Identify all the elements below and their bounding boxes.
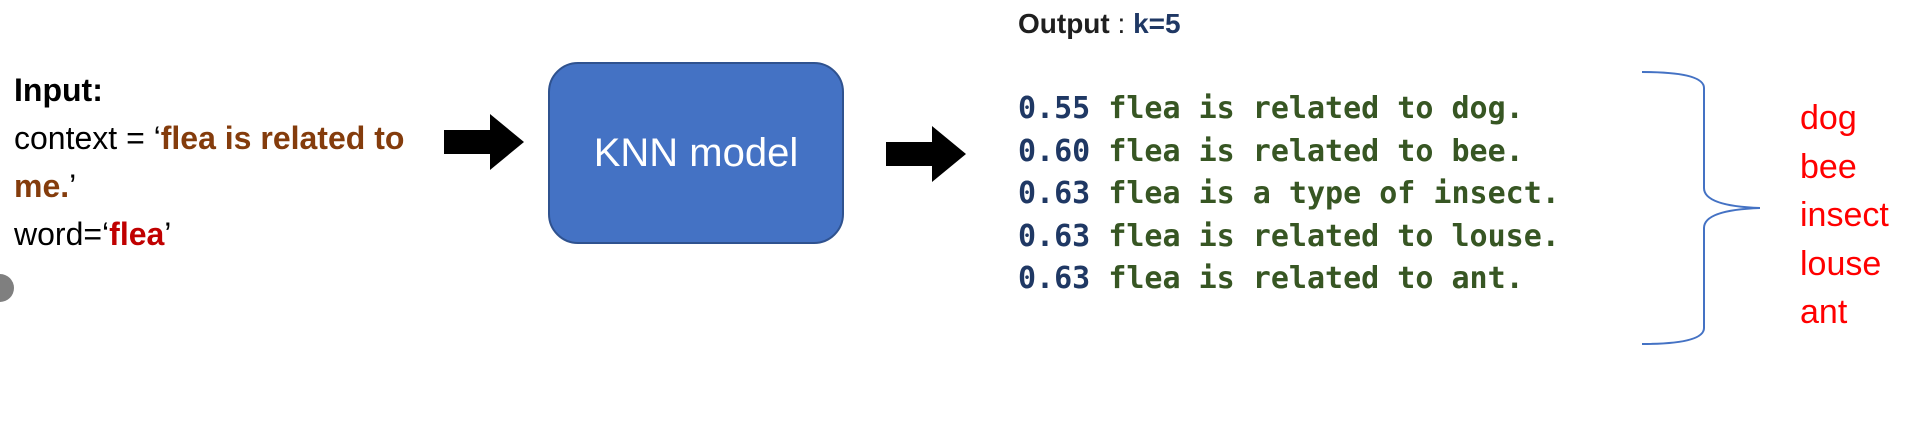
output-header: Output : k=5	[1018, 8, 1181, 40]
context-suffix: ’	[69, 168, 77, 204]
word-value: flea	[109, 216, 165, 252]
answer-item: ant	[1800, 293, 1848, 331]
output-separator: :	[1109, 8, 1134, 39]
model-label: KNN model	[593, 130, 799, 175]
result-sentence: flea is related to louse.	[1108, 218, 1560, 254]
result-score: 0.60	[1018, 133, 1091, 169]
result-sentence: flea is related to dog.	[1108, 91, 1524, 126]
arrow-right-icon	[886, 126, 966, 182]
output-label: Output	[1018, 8, 1110, 39]
arrow-right-icon	[444, 114, 524, 170]
answers-list: dog bee insect louse ant	[1800, 94, 1889, 337]
result-row: 0.60 flea is related to bee.	[1018, 131, 1560, 174]
right-brace-icon	[1641, 71, 1760, 345]
input-title: Input:	[14, 72, 103, 108]
result-sentence: flea is a type of insect.	[1108, 176, 1560, 211]
result-sentence: flea is related to ant.	[1108, 261, 1524, 296]
knn-model-box: KNN model	[548, 62, 844, 244]
result-score: 0.63	[1018, 261, 1091, 296]
result-row: 0.55 flea is related to dog.	[1018, 88, 1560, 131]
result-sentence: flea is related to bee.	[1108, 133, 1524, 169]
side-circle-icon	[0, 274, 14, 302]
result-score: 0.63	[1018, 176, 1091, 211]
answer-item: insect	[1800, 196, 1889, 234]
context-prefix: context = ‘	[14, 120, 161, 156]
output-k-value: k=5	[1133, 8, 1181, 39]
results-list: 0.55 flea is related to dog. 0.60 flea i…	[1018, 88, 1560, 301]
answer-item: louse	[1800, 244, 1882, 283]
result-row: 0.63 flea is related to ant.	[1018, 258, 1560, 301]
result-score: 0.55	[1018, 91, 1091, 126]
result-row: 0.63 flea is related to louse.	[1018, 216, 1560, 259]
result-row: 0.63 flea is a type of insect.	[1018, 173, 1560, 216]
word-prefix: word=‘	[14, 216, 110, 252]
word-suffix: ’	[164, 216, 172, 252]
answer-item: bee	[1800, 147, 1857, 186]
input-block: Input: context = ‘flea is related to me.…	[14, 66, 434, 258]
result-score: 0.63	[1018, 218, 1091, 254]
context-value: flea is related to me.	[14, 120, 405, 204]
answer-item: dog	[1800, 99, 1857, 137]
